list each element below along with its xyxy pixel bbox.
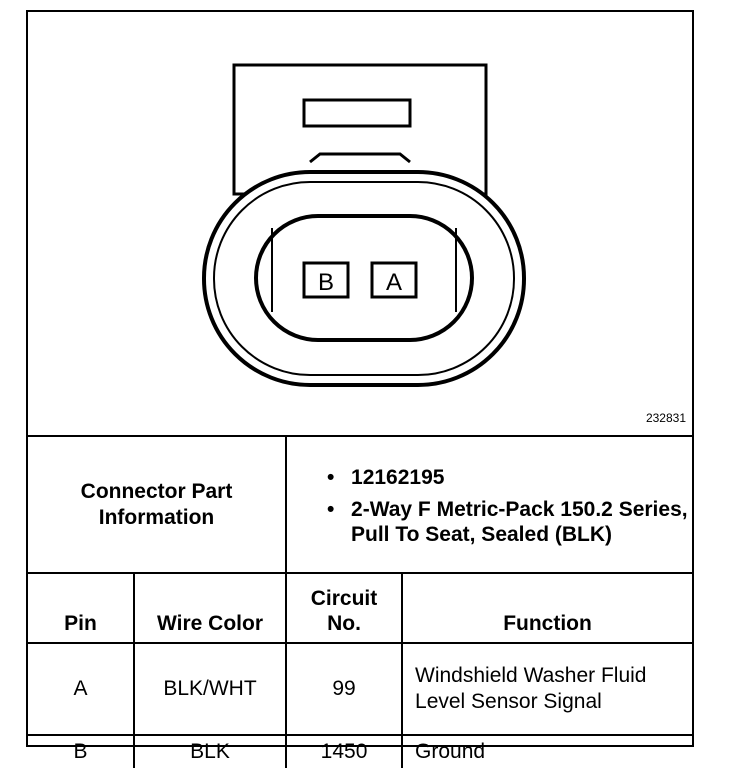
cell-wire-color: BLK [132,734,288,768]
connector-table: Connector Part Information • 12162195 • … [28,435,693,768]
connector-description: 2-Way F Metric-Pack 150.2 Series, Pull T… [351,497,688,546]
cell-wire-color: BLK/WHT [132,642,288,736]
header-wire-color: Wire Color [132,572,288,644]
cell-pin: A [28,642,135,736]
connector-ridge [309,152,411,164]
connector-info-label-text: Connector Part Information [80,479,233,529]
figure-id: 232831 [645,411,686,425]
pin-label-b: B [318,269,334,296]
connector-info-list: • 12162195 • 2-Way F Metric-Pack 150.2 S… [285,435,693,574]
connector-housing-top [232,63,488,196]
cell-function: Ground [401,734,693,768]
cell-circuit: 1450 [285,734,404,768]
header-circuit: Circuit No. [285,572,404,644]
connector-info-label: Connector Part Information [28,435,288,574]
connector-drawing: B A [202,63,526,387]
connector-info-row: Connector Part Information • 12162195 • … [28,435,693,574]
table-row: A BLK/WHT 99 Windshield Washer Fluid Lev… [28,642,693,736]
pin-cavity-a [370,261,418,299]
table-header-row: Pin Wire Color Circuit No. Function [28,572,693,644]
connector-figure: B A 232831 [28,12,692,435]
cell-pin: B [28,734,135,768]
connector-seal-ring [213,181,515,376]
connector-info-item: • 12162195 [327,465,692,490]
connector-latch [302,98,412,128]
header-pin: Pin [28,572,135,644]
table-row: B BLK 1450 Ground [28,734,693,768]
header-function: Function [401,572,693,644]
part-number: 12162195 [351,465,445,489]
bullet-glyph: • [327,497,335,521]
cell-function: Windshield Washer Fluid Level Sensor Sig… [401,642,693,736]
pin-label-a: A [386,269,402,296]
bullet-glyph: • [327,465,335,489]
connector-info-item: • 2-Way F Metric-Pack 150.2 Series, Pull… [327,497,692,547]
cell-circuit: 99 [285,642,404,736]
connector-face [254,214,474,342]
connector-diagram-frame: B A 232831 Connector Part Information • … [26,10,694,768]
pin-cavity-b [302,261,350,299]
